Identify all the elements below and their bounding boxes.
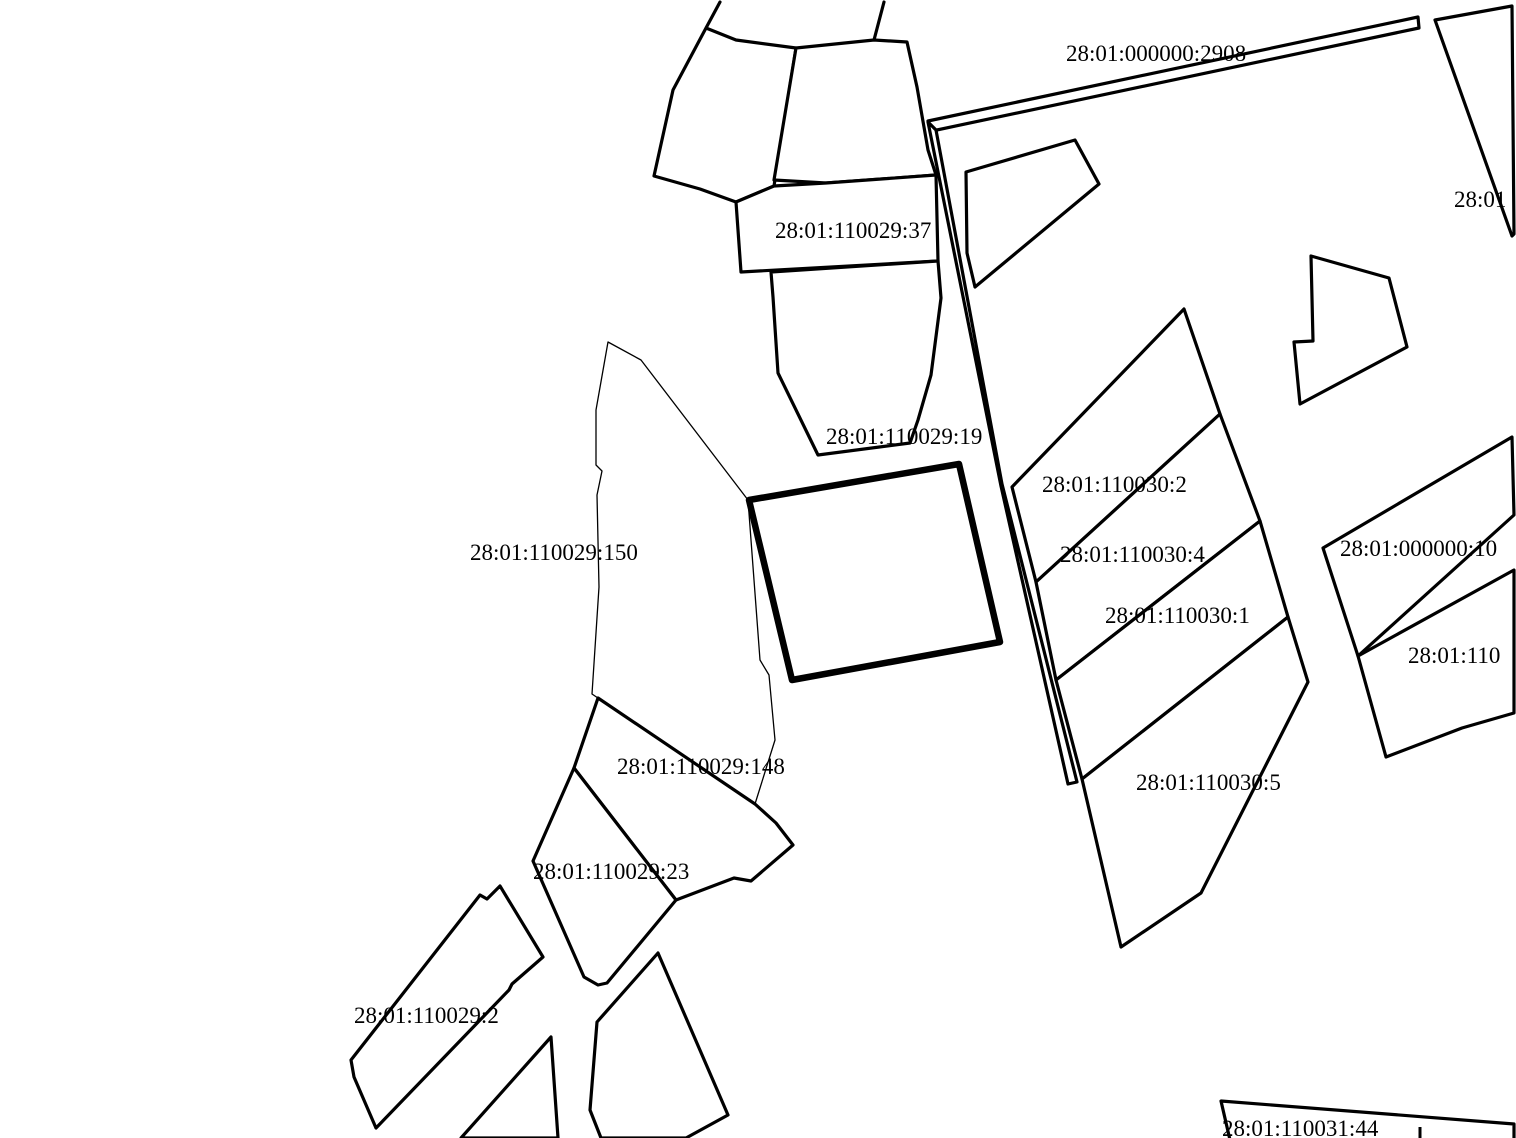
label-000000-10: 28:01:000000:10: [1340, 536, 1497, 561]
parcel-bottom-a[interactable]: [459, 1035, 560, 1138]
parcel-road-strip-2908[interactable]: [926, 15, 1421, 133]
label-110029-19: 28:01:110029:19: [826, 424, 982, 449]
label-110029-2: 28:01:110029:2: [354, 1003, 499, 1028]
label-110031-44: 28:01:110031:44: [1222, 1116, 1379, 1138]
label-top-right: 28:01: [1454, 187, 1506, 212]
parcel-110029-19[interactable]: [769, 259, 943, 457]
parcel-right-polygon[interactable]: [1292, 254, 1409, 406]
parcel-110029-23[interactable]: [531, 766, 678, 987]
parcel-110030-5[interactable]: [1080, 615, 1310, 949]
label-110030-1: 28:01:110030:1: [1105, 603, 1250, 628]
parcel-110029-37[interactable]: [734, 173, 940, 274]
parcel-110031-44[interactable]: [1219, 1099, 1516, 1138]
parcel-subject[interactable]: [745, 460, 1004, 684]
label-110-right: 28:01:110: [1408, 643, 1500, 668]
label-000000-2908: 28:01:000000:2908: [1066, 41, 1246, 66]
parcel-top-right[interactable]: [1433, 4, 1516, 238]
parcel-110-right[interactable]: [1356, 568, 1516, 759]
label-110030-4: 28:01:110030:4: [1060, 542, 1205, 567]
label-110030-5: 28:01:110030:5: [1136, 770, 1281, 795]
parcel-bottom-b[interactable]: [588, 951, 730, 1138]
parcel-small-quad[interactable]: [964, 138, 1101, 289]
parcel-top-left-b[interactable]: [772, 0, 938, 185]
label-110029-150: 28:01:110029:150: [470, 540, 638, 565]
parcel-labels: 28:01:000000:2908 28:01 28:01:110029:37 …: [354, 41, 1506, 1138]
label-110029-37: 28:01:110029:37: [775, 218, 931, 243]
label-110029-148: 28:01:110029:148: [617, 754, 785, 779]
parcel-110029-2[interactable]: [349, 884, 545, 1130]
parcel-000000-10[interactable]: [1321, 435, 1516, 658]
parcel-long-strip[interactable]: [926, 120, 1079, 786]
label-110030-2: 28:01:110030:2: [1042, 472, 1187, 497]
label-110029-23: 28:01:110029:23: [533, 859, 689, 884]
